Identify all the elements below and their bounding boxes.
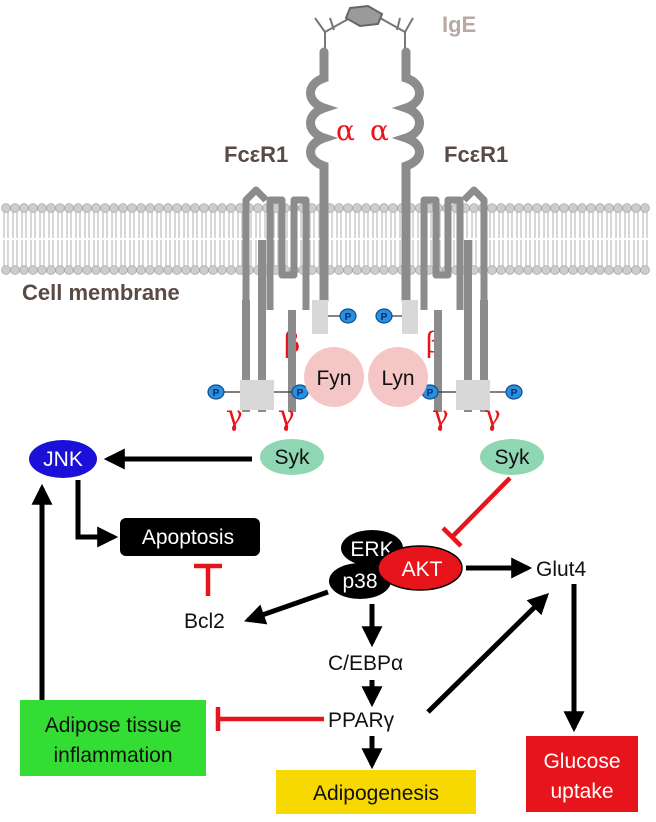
bcl2-label: Bcl2 [184,610,225,633]
inhibit-syk-to-akt [450,476,512,539]
apoptosis-box: Apoptosis [120,518,260,556]
fceri-left-label: FcεR1 [224,142,288,167]
phospho-icon: P [291,384,309,400]
gamma-box-right [456,380,490,410]
svg-text:P: P [511,388,518,399]
gamma-right-2: γ [484,399,501,432]
jnk-node: JNK [29,440,97,478]
ige-label: IgE [442,12,476,37]
alpha-right: α [370,114,389,147]
beta-box-left [312,300,328,334]
syk-right-node: Syk [480,439,544,475]
adipogenesis-box: Adipogenesis [276,770,476,814]
arrow-p38-to-bcl2 [244,589,329,625]
svg-text:p38: p38 [342,570,377,593]
syk-left-node: Syk [260,439,324,475]
glucose-uptake-box: Glucose uptake [526,736,638,812]
gamma-right-1: γ [432,399,449,432]
fceri-right-label: FcεR1 [444,142,508,167]
gamma-box-left [240,380,274,410]
svg-text:Syk: Syk [494,446,530,469]
svg-text:JNK: JNK [43,448,83,471]
svg-text:Apoptosis: Apoptosis [142,526,234,549]
svg-text:Syk: Syk [274,446,310,469]
gamma-left-1: γ [226,399,243,432]
pparg-label: PPARγ [328,709,395,732]
svg-text:P: P [381,312,388,323]
akt-node: AKT [377,545,463,591]
svg-text:inflammation: inflammation [53,744,172,767]
inhibition-lines [194,476,512,731]
svg-text:Fyn: Fyn [316,367,351,390]
activation-arrows [31,448,585,770]
arrow-pparg-to-glut4 [426,593,549,714]
svg-text:Lyn: Lyn [381,367,414,390]
fceri-beta-chains [242,186,488,310]
glut4-label: Glut4 [536,558,587,581]
phospho-icon: P [375,308,393,324]
svg-text:Adipogenesis: Adipogenesis [313,782,439,805]
svg-text:P: P [213,388,220,399]
svg-text:uptake: uptake [550,780,613,803]
adipose-inflammation-box: Adipose tissue inflammation [20,700,206,776]
beta-box-right [402,300,418,334]
gamma-left-2: γ [278,399,295,432]
lyn-node: Lyn [368,347,428,407]
fyn-node: Fyn [304,347,364,407]
svg-text:Glucose: Glucose [543,750,620,773]
svg-text:P: P [297,388,304,399]
svg-text:P: P [345,312,352,323]
svg-text:Adipose tissue: Adipose tissue [45,714,182,737]
svg-text:ERK: ERK [350,538,393,561]
svg-text:P: P [427,388,434,399]
phospho-icon: P [505,384,523,400]
phospho-icon: P [339,308,357,324]
fceri-alpha-chains [306,47,424,305]
svg-text:AKT: AKT [402,558,443,581]
cell-membrane-label: Cell membrane [22,280,180,305]
phospho-icon: P [207,384,225,400]
p38-node: p38 [329,563,391,599]
alpha-left: α [336,114,355,147]
ige-antibody [314,4,414,50]
cebpa-label: C/EBPα [328,652,403,675]
arrow-jnk-to-apoptosis [75,480,119,548]
